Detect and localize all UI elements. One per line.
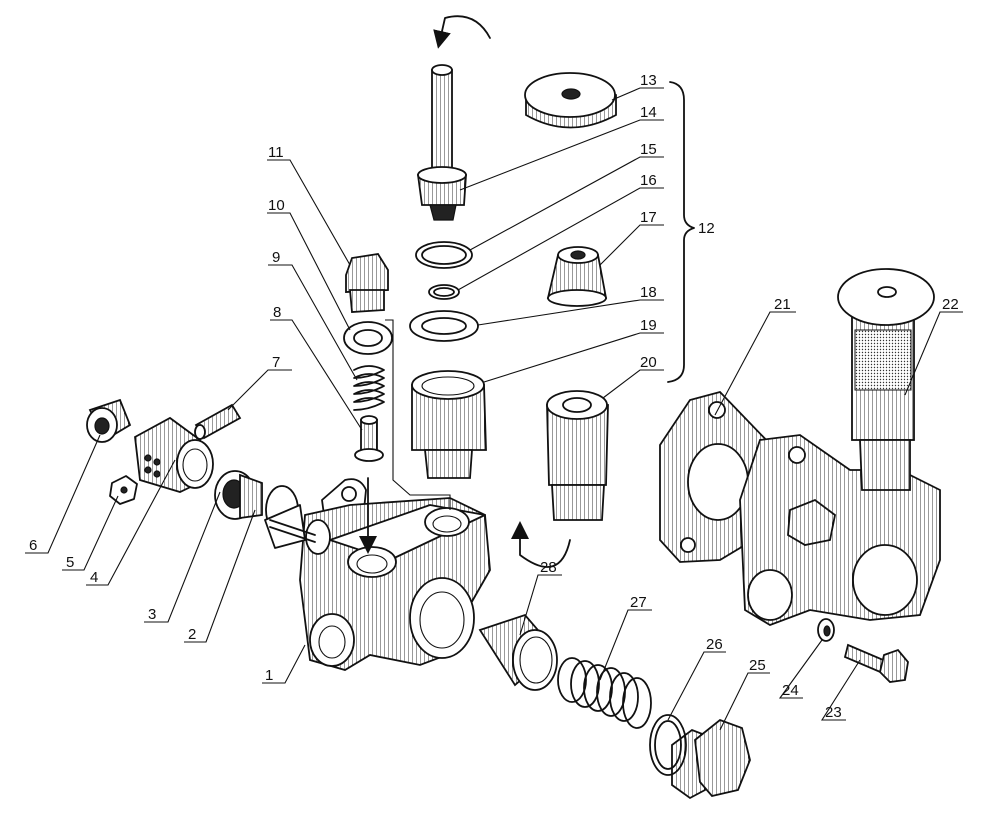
- label-16: 16: [640, 172, 657, 189]
- part-7-pin: [194, 403, 242, 440]
- part-1-pump-body: [299, 478, 491, 671]
- label-27: 27: [630, 594, 647, 611]
- part-2-shaft-snap-ring: [264, 485, 316, 549]
- part-15-o-ring: [415, 241, 473, 269]
- rotation-arrow-bottom: [511, 521, 571, 568]
- part-13-knob-disc: [524, 72, 617, 129]
- label-2: 2: [188, 626, 196, 643]
- part-labels: 1 2 3 4 5 6 7 8 9 10 11 12 13 14 15 16 1…: [29, 72, 959, 721]
- part-4-bracket: [134, 416, 214, 493]
- label-15: 15: [640, 141, 657, 158]
- part-26-o-ring: [649, 714, 687, 776]
- label-8: 8: [273, 304, 281, 321]
- rotation-arrow-top: [433, 15, 491, 49]
- label-23: 23: [825, 704, 842, 721]
- flow-path-dotted: [385, 319, 451, 510]
- label-14: 14: [640, 104, 657, 121]
- part-9-spring: [353, 365, 385, 411]
- label-3: 3: [148, 606, 156, 623]
- part-5-square-nut: [109, 475, 138, 505]
- part-11-plug: [345, 253, 389, 313]
- label-13: 13: [640, 72, 657, 89]
- part-6-bushing: [86, 398, 132, 443]
- label-20: 20: [640, 354, 657, 371]
- part-19-cylinder: [411, 370, 487, 479]
- label-22: 22: [942, 296, 959, 313]
- label-25: 25: [749, 657, 766, 674]
- label-11: 11: [268, 144, 284, 161]
- label-1: 1: [265, 667, 273, 684]
- label-19: 19: [640, 317, 657, 334]
- label-9: 9: [272, 249, 280, 266]
- part-8-valve: [354, 415, 384, 462]
- label-6: 6: [29, 537, 37, 554]
- label-17: 17: [640, 209, 657, 226]
- part-20-sleeve: [546, 390, 609, 521]
- part-28-sleeve: [478, 613, 558, 691]
- group-bracket-12: [667, 81, 695, 383]
- label-4: 4: [90, 569, 98, 586]
- label-7: 7: [272, 354, 280, 371]
- label-24: 24: [782, 682, 799, 699]
- label-5: 5: [66, 554, 74, 571]
- part-22-assembled-pump: [739, 268, 941, 626]
- part-23-bolt: [843, 643, 909, 683]
- part-27-spring: [557, 657, 652, 729]
- part-16-o-ring: [428, 284, 460, 300]
- label-18: 18: [640, 284, 657, 301]
- label-21: 21: [774, 296, 791, 313]
- label-26: 26: [706, 636, 723, 653]
- part-10-washer: [343, 321, 393, 355]
- part-17-cone: [546, 246, 608, 307]
- part-14-pump-shaft: [416, 64, 467, 221]
- leader-lines: [25, 87, 963, 731]
- part-24-small-washer: [817, 618, 835, 642]
- label-12: 12: [698, 220, 715, 237]
- label-28: 28: [540, 559, 557, 576]
- part-3-threaded-plug: [214, 470, 263, 520]
- part-18-washer: [409, 310, 479, 342]
- label-10: 10: [268, 197, 285, 214]
